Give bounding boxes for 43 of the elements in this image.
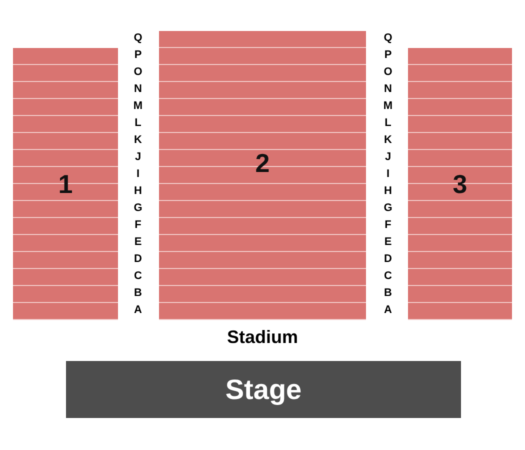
row-letter: N [133, 82, 143, 97]
row-letter: G [132, 201, 144, 216]
row-letter: B [383, 286, 393, 301]
row-letter: F [384, 218, 392, 233]
section-number: 3 [452, 168, 468, 200]
row-letter: Q [382, 31, 394, 46]
row-letter: C [133, 269, 143, 284]
row-letter: J [384, 150, 392, 165]
row-letter: P [383, 48, 393, 63]
row-letter: H [383, 184, 393, 199]
seating-section [159, 31, 366, 320]
row-letter: J [134, 150, 142, 165]
row-letter: E [133, 235, 143, 250]
row-letter: K [133, 133, 143, 148]
row-letter: K [383, 133, 393, 148]
row-letter: Q [132, 31, 144, 46]
section-number: 2 [255, 148, 270, 179]
row-letter: G [382, 201, 394, 216]
row-letter: D [383, 252, 393, 267]
row-letter: D [133, 252, 143, 267]
row-letter: I [135, 167, 141, 182]
stage [66, 361, 461, 418]
row-letter: O [382, 65, 394, 80]
row-letter: I [385, 167, 391, 182]
stage-label: Stage [225, 374, 302, 406]
seating-section [13, 48, 118, 320]
seating-section [408, 48, 512, 320]
row-letter: C [383, 269, 393, 284]
row-letter: F [134, 218, 142, 233]
row-letter: M [382, 99, 394, 114]
section-number: 1 [58, 168, 73, 200]
row-letter: N [383, 82, 393, 97]
row-letter: A [133, 303, 143, 318]
row-letter: A [383, 303, 393, 318]
row-letter: L [384, 116, 392, 131]
row-letter: M [132, 99, 144, 114]
row-letter: H [133, 184, 143, 199]
row-letter: B [133, 286, 143, 301]
venue-label: Stadium [226, 327, 299, 348]
row-letter: P [133, 48, 143, 63]
row-letter: L [134, 116, 142, 131]
row-letter: E [383, 235, 393, 250]
row-letter: O [132, 65, 144, 80]
